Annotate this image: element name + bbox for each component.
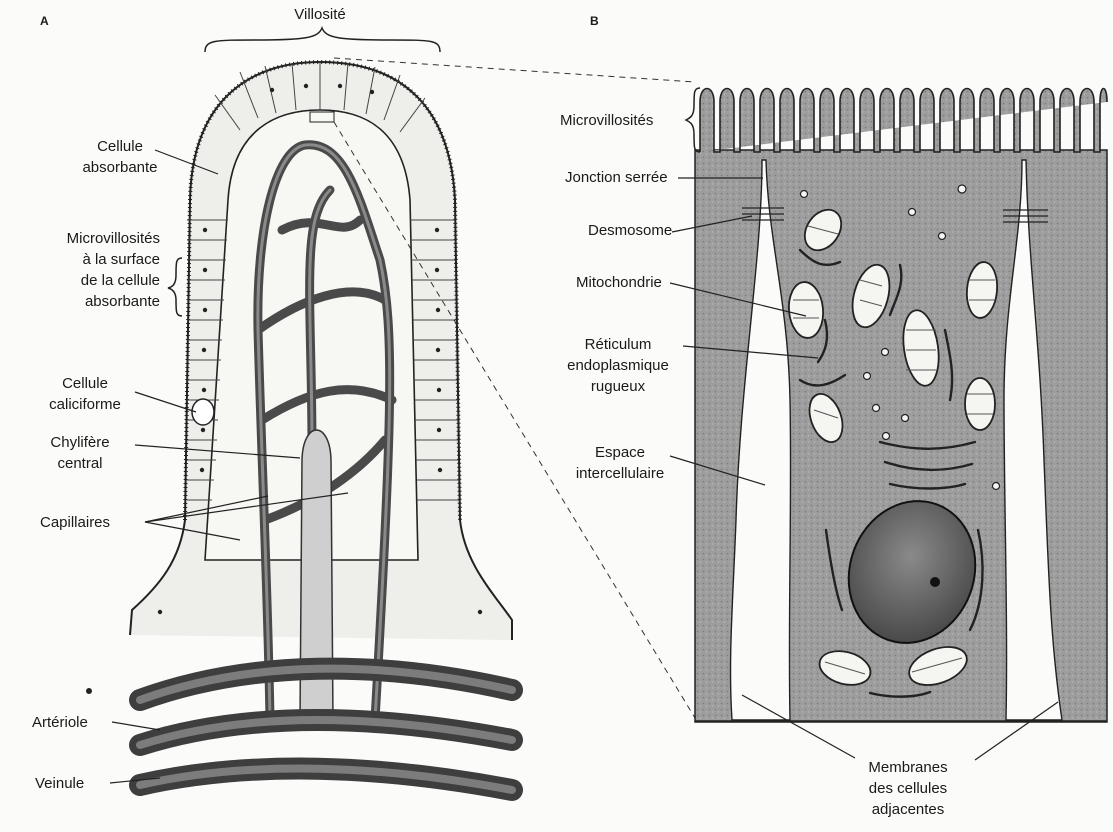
label-mitochondrie: Mitochondrie [576,272,662,293]
label-arteriole: Artériole [32,712,88,733]
label-microvillosites: Microvillosités [560,110,653,131]
label-capillaires: Capillaires [40,512,110,533]
microvilli-brace-b [686,88,700,152]
enterocyte-drawing [670,88,1107,760]
label-cellule-absorbante: Cellule absorbante [70,136,170,178]
label-villosite: Villosité [280,4,360,25]
label-desmosome: Desmosome [588,220,672,241]
label-espace-intercellulaire: Espace intercellulaire [560,442,680,484]
label-veinule: Veinule [35,773,84,794]
villus-brace [205,28,440,52]
label-membranes: Membranes des cellules adjacentes [848,757,968,820]
panel-a-label: A [40,11,49,32]
villus-drawing [86,28,695,790]
microvilli-brace [168,258,182,316]
label-chylifere-central: Chylifère central [20,432,140,474]
label-microvillosites-surface: Microvillosités à la surface de la cellu… [2,228,160,312]
label-reticulum: Réticulum endoplasmique rugueux [558,334,678,397]
microvilli-row [700,89,1107,153]
label-jonction-serree: Jonction serrée [565,167,668,188]
panel-b-label: B [590,11,599,32]
label-cellule-caliciforme: Cellule caliciforme [30,373,140,415]
